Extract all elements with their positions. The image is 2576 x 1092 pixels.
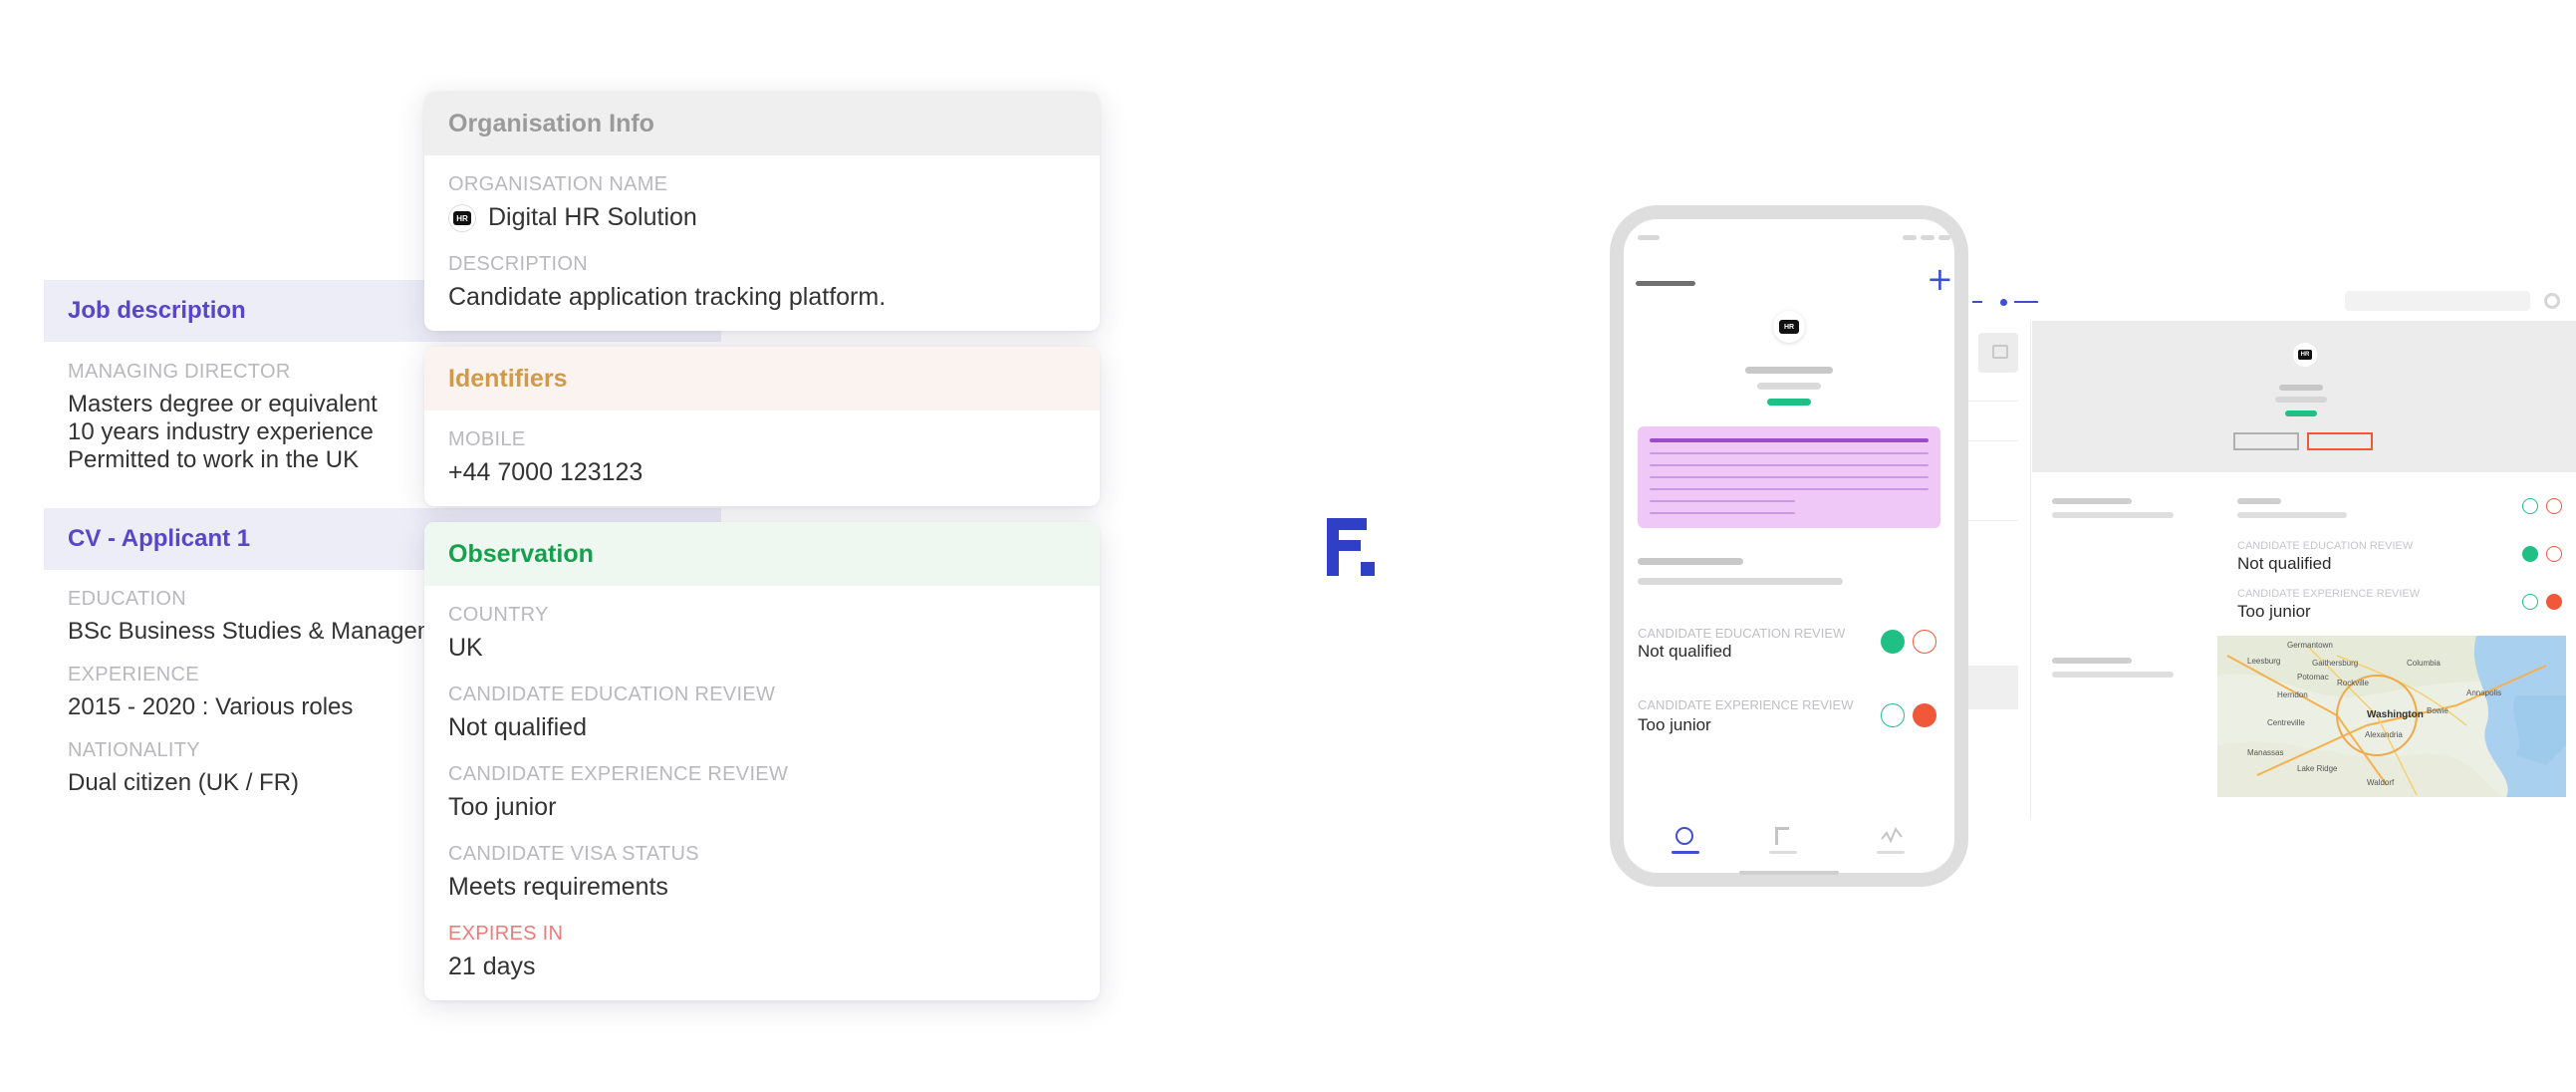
desktop-education-review-label: CANDIDATE EDUCATION REVIEW (2237, 540, 2414, 552)
identifiers-header: Identifiers (424, 347, 1100, 410)
expires-in-value: 21 days (448, 953, 536, 980)
experience-value: 2015 - 2020 : Various roles (68, 693, 354, 720)
visa-status-value: Meets requirements (448, 873, 668, 901)
desktop-education-negative-indicator[interactable] (2546, 546, 2562, 562)
svg-text:Annapolis: Annapolis (2466, 688, 2501, 697)
cv-title: CV - Applicant 1 (68, 525, 251, 552)
organisation-name-value: Digital HR Solution (488, 203, 697, 231)
desktop-logo-icon: HR (2293, 343, 2317, 367)
organisation-info-title: Organisation Info (448, 109, 654, 137)
desktop-secondary-button[interactable] (2233, 432, 2299, 450)
desktop-danger-button[interactable] (2307, 432, 2373, 450)
svg-text:Columbia: Columbia (2407, 659, 2441, 668)
phone-tab-brand-icon[interactable] (1775, 827, 1789, 845)
svg-text:Centreville: Centreville (2267, 718, 2305, 727)
desktop-settings-icon[interactable] (2544, 293, 2560, 309)
desktop-row1-negative-indicator[interactable] (2546, 498, 2562, 514)
svg-text:Potomac: Potomac (2297, 673, 2329, 682)
desktop-experience-negative-indicator[interactable] (2546, 594, 2562, 610)
phone-add-icon[interactable]: + (1927, 260, 1953, 298)
job-description-title: Job description (68, 297, 246, 324)
phone-home-indicator (1739, 871, 1839, 875)
experience-review-label: CANDIDATE EXPERIENCE REVIEW (448, 763, 789, 785)
description-value: Candidate application tracking platform. (448, 283, 887, 311)
phone-education-review-label: CANDIDATE EDUCATION REVIEW (1638, 626, 1846, 641)
job-requirement-1: Masters degree or equivalent (68, 391, 378, 417)
observation-card: Observation COUNTRY UK CANDIDATE EDUCATI… (424, 522, 1100, 1000)
svg-text:Gaithersburg: Gaithersburg (2312, 659, 2358, 668)
phone-education-negative-indicator[interactable] (1913, 630, 1936, 654)
desktop-search-input[interactable] (2345, 291, 2530, 311)
country-value: UK (448, 634, 483, 662)
svg-text:Leesburg: Leesburg (2247, 657, 2280, 666)
phone-education-review-value: Not qualified (1638, 642, 1732, 661)
organisation-info-header: Organisation Info (424, 92, 1100, 155)
nationality-label: NATIONALITY (68, 739, 200, 761)
desktop-nav-active-line (2014, 301, 2038, 303)
experience-label: EXPERIENCE (68, 664, 199, 685)
description-label: DESCRIPTION (448, 253, 588, 275)
phone-experience-negative-indicator[interactable] (1913, 703, 1936, 727)
nationality-value: Dual citizen (UK / FR) (68, 769, 300, 796)
organisation-name-label: ORGANISATION NAME (448, 173, 668, 195)
svg-text:Bowie: Bowie (2427, 706, 2448, 715)
education-value: BSc Business Studies & Management (68, 618, 471, 645)
desktop-experience-review-label: CANDIDATE EXPERIENCE REVIEW (2237, 588, 2421, 600)
expires-in-label: EXPIRES IN (448, 923, 564, 945)
desktop-row1-positive-indicator[interactable] (2522, 498, 2538, 514)
svg-text:Manassas: Manassas (2247, 748, 2283, 757)
phone-tab-profile-underline (1672, 851, 1699, 854)
desktop-education-positive-indicator[interactable] (2522, 546, 2538, 562)
svg-text:Rockville: Rockville (2337, 679, 2370, 687)
education-review-label: CANDIDATE EDUCATION REVIEW (448, 683, 776, 705)
visa-status-label: CANDIDATE VISA STATUS (448, 843, 699, 865)
svg-text:Waldorf: Waldorf (2367, 778, 2395, 787)
svg-text:Germantown: Germantown (2287, 641, 2333, 650)
phone-experience-review-label: CANDIDATE EXPERIENCE REVIEW (1638, 697, 1854, 712)
observation-header: Observation (424, 522, 1100, 586)
phone-experience-positive-indicator[interactable] (1881, 703, 1905, 727)
desktop-nav-dot (2000, 299, 2007, 306)
job-requirement-2: 10 years industry experience (68, 418, 374, 445)
education-label: EDUCATION (68, 588, 186, 610)
phone-menu-icon[interactable] (1636, 281, 1695, 286)
organisation-logo-icon: HR (448, 204, 476, 232)
brand-logo-icon (1327, 518, 1375, 576)
phone-experience-review-value: Too junior (1638, 715, 1711, 734)
identifiers-card: Identifiers MOBILE +44 7000 123123 (424, 347, 1100, 506)
phone-mockup: + HR CANDIDATE EDUCATION REVIEW Not qual… (1610, 205, 1968, 887)
svg-text:Washington: Washington (2367, 709, 2424, 720)
mobile-label: MOBILE (448, 428, 526, 450)
job-requirement-3: Permitted to work in the UK (68, 446, 360, 473)
education-review-value: Not qualified (448, 713, 587, 741)
phone-tab-activity-icon[interactable] (1881, 827, 1903, 845)
desktop-map[interactable]: Germantown Leesburg Gaithersburg Herndon… (2217, 636, 2566, 797)
phone-tab-profile-icon[interactable] (1675, 827, 1693, 845)
country-label: COUNTRY (448, 604, 549, 626)
desktop-education-review-value: Not qualified (2237, 554, 2332, 573)
organisation-info-card: Organisation Info ORGANISATION NAME HR D… (424, 92, 1100, 331)
desktop-experience-review-value: Too junior (2237, 602, 2311, 621)
phone-education-positive-indicator[interactable] (1881, 630, 1905, 654)
job-role-label: MANAGING DIRECTOR (68, 361, 291, 383)
svg-text:Alexandria: Alexandria (2365, 730, 2403, 739)
svg-text:Lake Ridge: Lake Ridge (2297, 764, 2338, 773)
desktop-experience-positive-indicator[interactable] (2522, 594, 2538, 610)
observation-title: Observation (448, 539, 594, 568)
mobile-value: +44 7000 123123 (448, 458, 644, 486)
phone-highlight-card (1638, 426, 1940, 528)
experience-review-value: Too junior (448, 793, 557, 821)
identifiers-title: Identifiers (448, 364, 568, 393)
svg-text:Herndon: Herndon (2277, 690, 2308, 699)
desktop-mockup: HR CANDIDATE EDUCATION REVIEW Not qualif… (1932, 281, 2576, 819)
desktop-announce-button[interactable] (1978, 333, 2018, 373)
desktop-nav-line (1972, 301, 1982, 303)
phone-logo-icon: HR (1773, 311, 1805, 343)
